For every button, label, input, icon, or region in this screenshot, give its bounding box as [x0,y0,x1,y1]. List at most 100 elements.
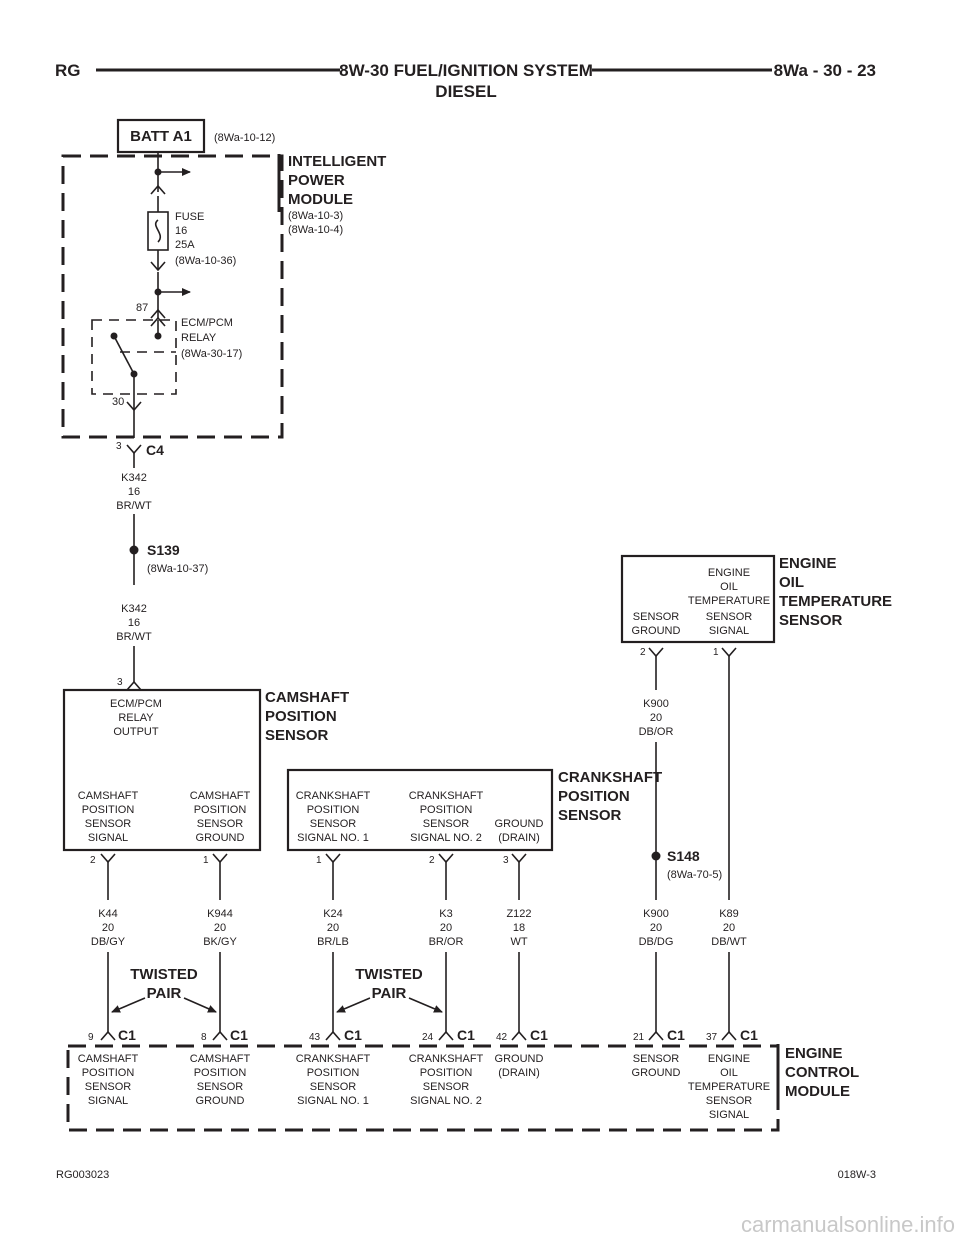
batt-a1: BATT A1 (8Wa-10-12) [116,118,275,154]
ecm-connectors: 9 C1 8 C1 43 C1 24 C1 42 C1 21 C1 37 C1 [88,1027,758,1043]
ecm-pin-8: 8 [201,1032,207,1043]
crank-sig1-1: CRANKSHAFT [296,790,371,802]
ecm-crank-sig2-4: SIGNAL NO. 2 [410,1095,482,1107]
cam-signal-3: SENSOR [85,818,132,830]
oil-ground-1: SENSOR [633,611,680,623]
engine-control-module: ENGINE CONTROL MODULE CAMSHAFT POSITION … [66,1044,859,1132]
s148-name: S148 [667,848,700,864]
crank-drain-2: (DRAIN) [498,832,540,844]
fuse-number: 16 [175,225,187,237]
ecm-sensor-ground-2: GROUND [632,1067,681,1079]
wire-k44-color: DB/GY [91,936,126,948]
wire-k944-color: BK/GY [203,936,237,948]
wire-k24-gauge: 20 [327,922,339,934]
wire-k900-top-gauge: 20 [650,712,662,724]
ecm-c1-24: C1 [457,1027,475,1043]
batt-label: BATT A1 [130,128,192,145]
wire-k3-color: BR/OR [429,936,464,948]
ipm-title-3: MODULE [288,191,353,208]
twisted-pair-crank: TWISTED PAIR [336,966,443,1013]
cam-relay-output-1: ECM/PCM [110,698,162,710]
crank-pin-2: 2 [429,855,435,866]
ecm-oil-signal-5: SIGNAL [709,1109,749,1121]
ecm-crank-sig1-1: CRANKSHAFT [296,1053,371,1065]
wire-k342-top-gauge: 16 [128,486,140,498]
oil-pin-1: 1 [713,647,719,658]
wire-k342-mid-code: K342 [121,603,147,615]
ecm-pin-24: 24 [422,1032,434,1043]
header-right: 8Wa - 30 - 23 [774,61,876,80]
crank-title-2: POSITION [558,788,630,805]
c4-pin: 3 [116,441,122,452]
oil-signal-1: ENGINE [708,567,750,579]
ipm-ref-1: (8Wa-10-3) [288,210,343,222]
lower-wire-runs [107,952,730,1032]
s139-ref: (8Wa-10-37) [147,563,208,575]
ecm-crank-sig1-3: SENSOR [310,1081,357,1093]
intelligent-power-module: INTELLIGENT POWER MODULE (8Wa-10-3) (8Wa… [61,152,386,439]
crank-sig1-3: SENSOR [310,818,357,830]
twisted-pair-crank-1: TWISTED [355,966,423,983]
ecm-oil-signal-4: SENSOR [706,1095,753,1107]
cam-pin-1: 1 [203,855,209,866]
oil-title-4: SENSOR [779,612,843,629]
ecm-c1-8: C1 [230,1027,248,1043]
cam-title-3: SENSOR [265,727,329,744]
footer-right: 018W-3 [838,1169,876,1181]
ecm-cam-ground-1: CAMSHAFT [190,1053,251,1065]
ecm-drain-2: (DRAIN) [498,1067,540,1079]
twisted-pair-cam-1: TWISTED [130,966,198,983]
oil-title-1: ENGINE [779,555,837,572]
engine-oil-temperature-sensor: ENGINE OIL TEMPERATURE SENSOR SENSOR GRO… [620,554,892,900]
ecm-crank-sig2-2: POSITION [420,1067,473,1079]
ecm-pin-21: 21 [633,1032,645,1043]
header-subtitle: DIESEL [435,82,496,101]
wire-k342-top-code: K342 [121,472,147,484]
ipm-ref-2: (8Wa-10-4) [288,224,343,236]
ecm-sensor-ground-1: SENSOR [633,1053,680,1065]
oil-pin-2: 2 [640,647,646,658]
footer-left: RG003023 [56,1169,109,1181]
wire-k900-top-color: DB/OR [639,726,674,738]
wire-k342-mid-color: BR/WT [116,631,152,643]
oil-title-2: OIL [779,574,804,591]
cam-signal-4: SIGNAL [88,832,128,844]
ecm-crank-sig1-2: POSITION [307,1067,360,1079]
fuse-label: FUSE [175,211,204,223]
ecm-c1-37: C1 [740,1027,758,1043]
relay-pin-87: 87 [136,302,148,314]
ecm-title-2: CONTROL [785,1064,859,1081]
ecm-crank-sig2-3: SENSOR [423,1081,470,1093]
crank-sig2-4: SIGNAL NO. 2 [410,832,482,844]
oil-signal-4: SENSOR [706,611,753,623]
crank-drain-1: GROUND [495,818,544,830]
connector-c4: 3 C4 K342 16 BR/WT [116,441,164,585]
c4-name: C4 [146,442,164,458]
ecm-drain-1: GROUND [495,1053,544,1065]
cam-pin-3: 3 [117,677,123,688]
cam-ground-4: GROUND [196,832,245,844]
crank-title-1: CRANKSHAFT [558,769,662,786]
wire-k44-gauge: 20 [102,922,114,934]
wire-k900-code: K900 [643,908,669,920]
ecm-pin-43: 43 [309,1032,321,1043]
relay-pin-30: 30 [112,396,124,408]
s139-name: S139 [147,542,180,558]
wire-k89-color: DB/WT [711,936,747,948]
ecm-crank-sig2-1: CRANKSHAFT [409,1053,484,1065]
wire-k44-code: K44 [98,908,118,920]
crank-sig1-2: POSITION [307,804,360,816]
ecm-pin-9: 9 [88,1032,94,1043]
wire-k3-gauge: 20 [440,922,452,934]
cam-ground-3: SENSOR [197,818,244,830]
ecm-c1-43: C1 [344,1027,362,1043]
cam-relay-output-3: OUTPUT [113,726,159,738]
wire-k3-code: K3 [439,908,452,920]
cam-title-1: CAMSHAFT [265,689,349,706]
ipm-title-2: POWER [288,172,345,189]
cam-signal-2: POSITION [82,804,135,816]
ecm-cam-signal-1: CAMSHAFT [78,1053,139,1065]
ecm-oil-signal-2: OIL [720,1067,738,1079]
ecm-crank-sig1-4: SIGNAL NO. 1 [297,1095,369,1107]
crank-pin-1: 1 [316,855,322,866]
